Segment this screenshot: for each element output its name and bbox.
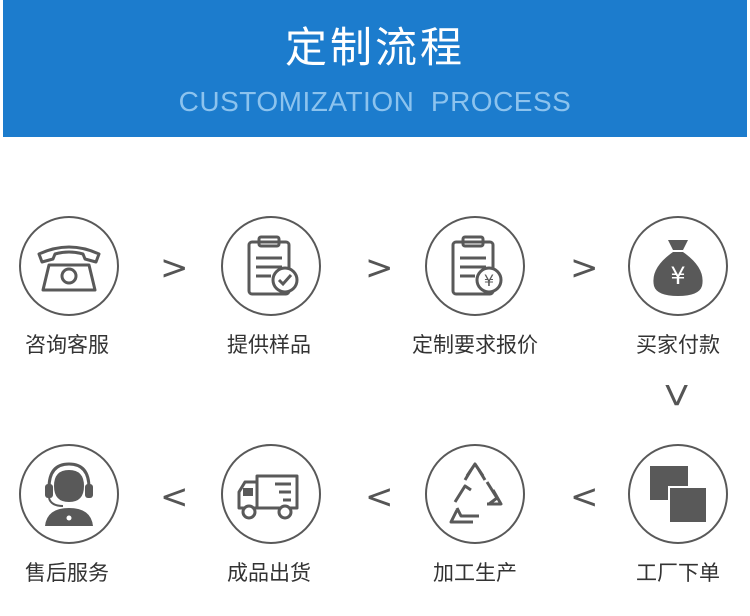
stacked-squares-icon	[650, 466, 706, 522]
headset-agent-icon	[45, 462, 93, 526]
money-bag-yen-icon: ¥	[653, 240, 703, 296]
arrow-right-2: >	[365, 248, 394, 288]
arrow-left-1: <	[570, 477, 599, 517]
step-production-label: 加工生产	[433, 561, 517, 585]
step-sample-circle	[221, 216, 321, 316]
step-shipping-circle	[221, 444, 321, 544]
recycle-icon	[449, 462, 503, 524]
delivery-truck-icon	[237, 474, 299, 520]
step-payment-label: 买家付款	[636, 333, 720, 357]
arrow-left-3: <	[160, 477, 189, 517]
step-aftersales-circle	[19, 444, 119, 544]
arrow-down: V	[665, 379, 689, 412]
step-quote-circle: ¥	[425, 216, 525, 316]
step-sample-label: 提供样品	[227, 333, 311, 357]
svg-text:¥: ¥	[484, 271, 494, 290]
arrow-left-2: <	[365, 477, 394, 517]
step-payment-circle: ¥	[628, 216, 728, 316]
step-quote-label: 定制要求报价	[412, 333, 538, 357]
step-consult-label: 咨询客服	[25, 333, 109, 357]
page-subtitle: CUSTOMIZATION PROCESS	[178, 86, 572, 117]
step-consult-circle	[19, 216, 119, 316]
header-banner: 定制流程 CUSTOMIZATION PROCESS	[3, 0, 747, 137]
clipboard-yen-icon: ¥	[451, 235, 503, 296]
page-title: 定制流程	[284, 23, 465, 72]
step-production-circle	[425, 444, 525, 544]
step-order-label: 工厂下单	[636, 561, 720, 585]
arrow-right-1: >	[160, 248, 189, 288]
arrow-right-3: >	[570, 248, 599, 288]
svg-text:¥: ¥	[670, 262, 685, 290]
step-shipping-label: 成品出货	[227, 561, 311, 585]
clipboard-check-icon	[247, 235, 299, 296]
step-order-circle	[628, 444, 728, 544]
step-aftersales-label: 售后服务	[25, 561, 109, 585]
telephone-icon	[37, 245, 101, 292]
